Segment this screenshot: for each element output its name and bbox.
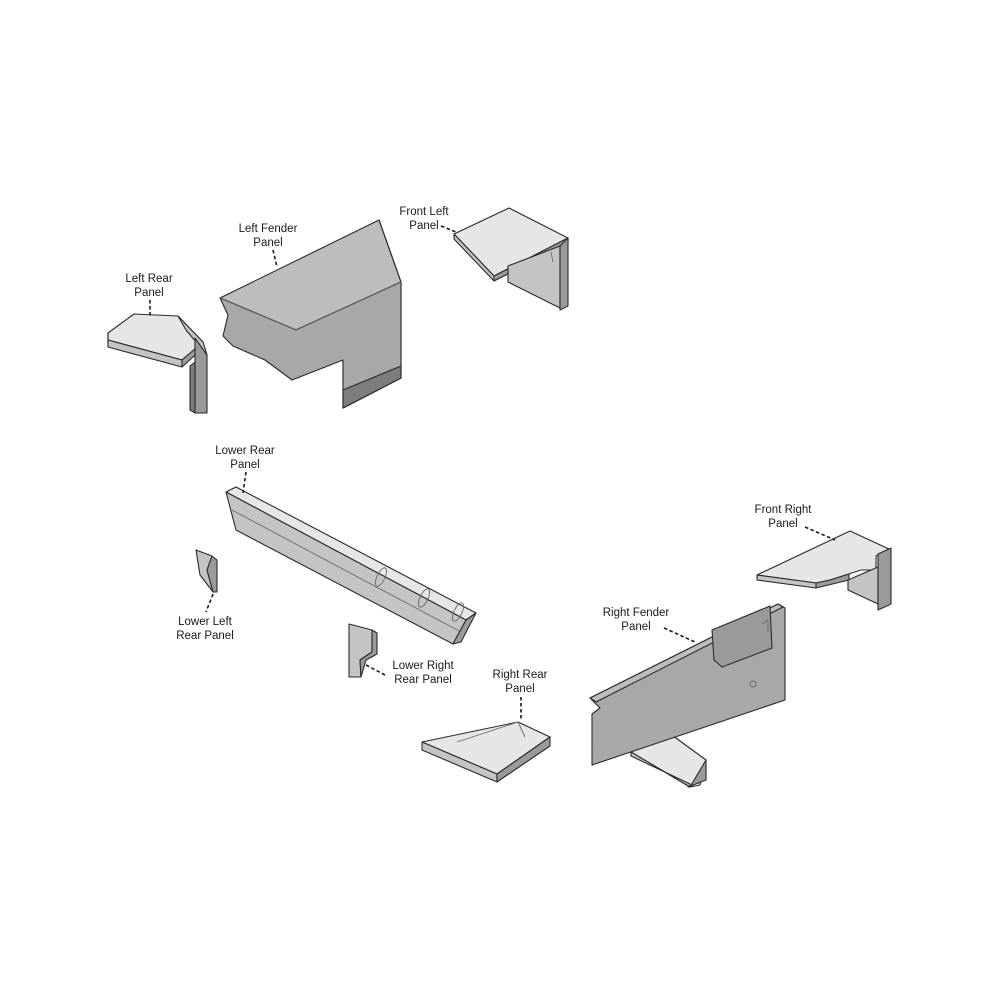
label-right-rear: Right Rear Panel [493,669,548,721]
svg-text:Panel: Panel [134,287,163,299]
lower-rear-panel [225,486,477,645]
svg-text:Rear Panel: Rear Panel [176,630,234,642]
front-left-panel [453,207,569,311]
lower-left-rear-panel [195,549,218,593]
svg-text:Panel: Panel [621,621,650,633]
svg-text:Panel: Panel [505,683,534,695]
svg-text:Panel: Panel [253,237,282,249]
label-lower-rear: Lower Rear Panel [215,445,275,494]
svg-text:Front Left: Front Left [399,206,449,218]
svg-text:Lower Rear: Lower Rear [215,445,275,457]
label-front-right: Front Right Panel [755,504,836,541]
right-rear-panel [421,721,551,783]
svg-text:Left Rear: Left Rear [125,273,172,285]
label-lower-left-rear: Lower Left Rear Panel [176,593,234,642]
svg-text:Rear Panel: Rear Panel [394,674,452,686]
svg-text:Right Rear: Right Rear [493,669,548,681]
right-fender-panel [589,603,786,788]
svg-text:Left Fender: Left Fender [239,223,298,235]
label-front-left: Front Left Panel [399,206,457,233]
svg-text:Panel: Panel [230,459,259,471]
svg-text:Right Fender: Right Fender [603,607,670,619]
lower-right-rear-panel [348,623,378,678]
left-rear-panel [107,313,208,414]
front-right-panel [756,530,892,611]
left-fender-panel [219,219,402,409]
svg-text:Front Right: Front Right [755,504,813,516]
label-left-rear: Left Rear Panel [125,273,173,316]
svg-text:Lower Right: Lower Right [392,660,454,672]
label-left-fender: Left Fender Panel [239,223,298,268]
label-right-fender: Right Fender Panel [603,607,696,643]
svg-text:Lower Left: Lower Left [178,616,233,628]
svg-text:Panel: Panel [768,518,797,530]
label-lower-right-rear: Lower Right Rear Panel [365,660,454,686]
svg-text:Panel: Panel [409,220,438,232]
